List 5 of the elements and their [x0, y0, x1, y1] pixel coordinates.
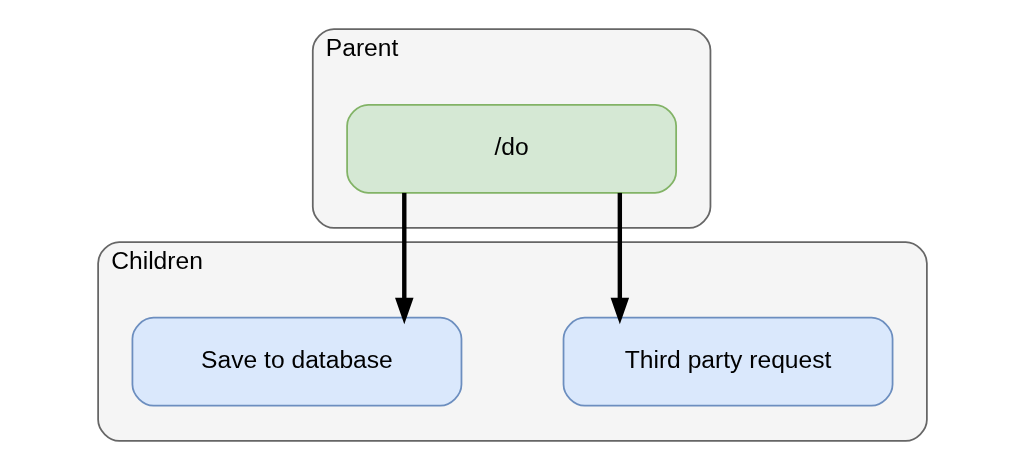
arrow: [394, 192, 414, 325]
node-box: Third party request: [562, 316, 893, 407]
node-box: /do: [345, 103, 677, 194]
node-box: Save to database: [131, 316, 462, 407]
arrow: [610, 192, 629, 325]
